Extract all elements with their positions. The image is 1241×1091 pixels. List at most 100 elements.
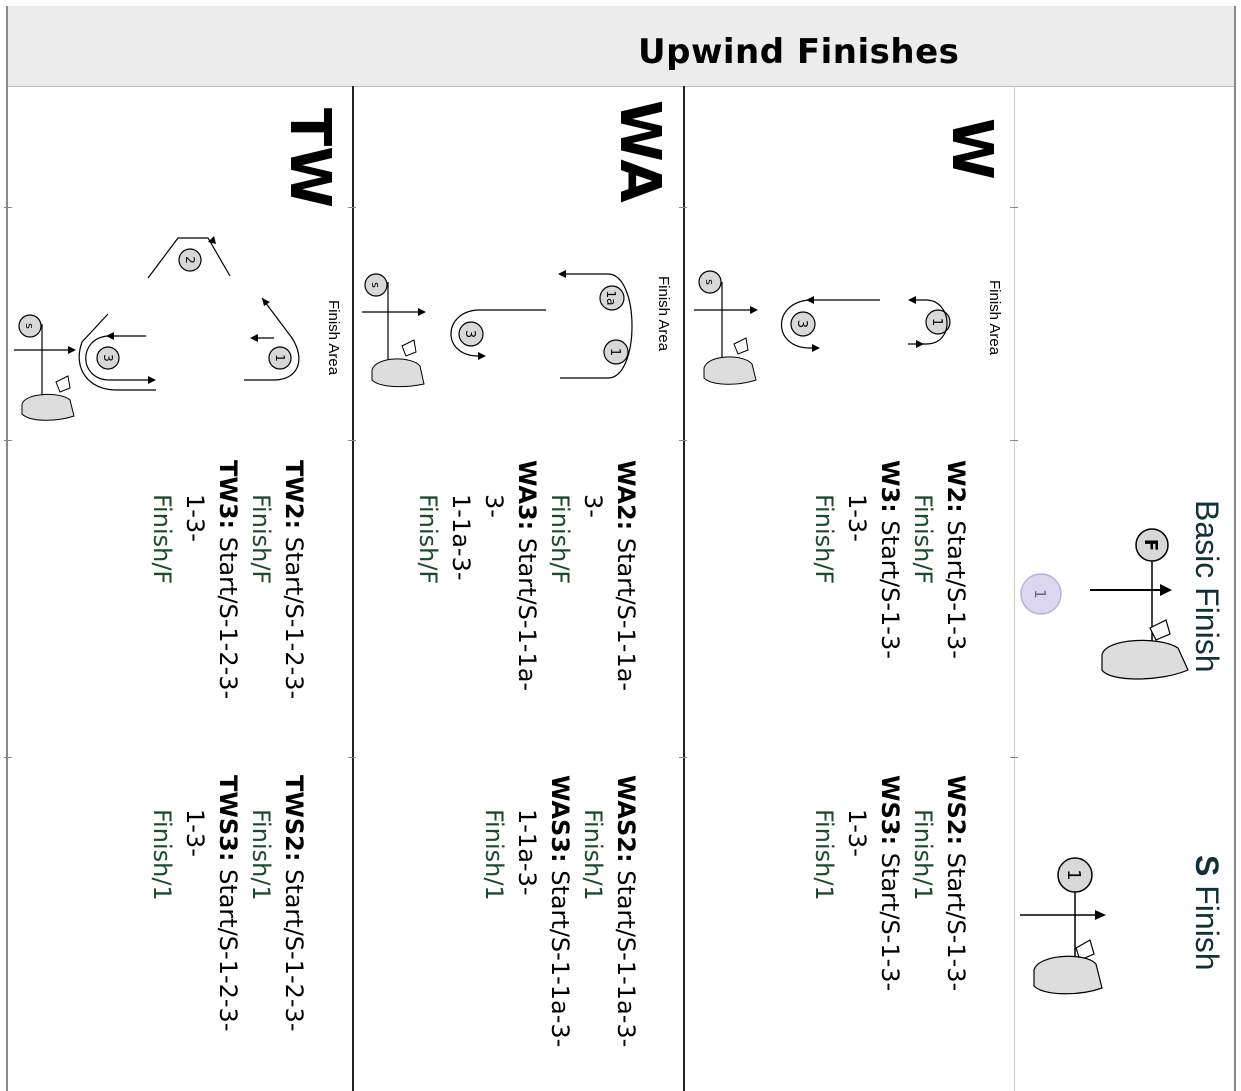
badge-1-icon (1020, 573, 1062, 615)
mark-2-icon (178, 248, 202, 272)
arrow-head-icon (208, 236, 216, 244)
course-line: Start/S-1-3- (942, 852, 970, 992)
course-tw2: TW2: Start/S-1-2-3- Finish/F TW3: Start/… (145, 460, 310, 699)
course-line: Start/S-1-1a-3- (546, 870, 574, 1048)
badge-1-label: 1 (1031, 589, 1049, 599)
course-line: Finish/F (414, 494, 442, 585)
course-code: WAS3: (546, 775, 574, 863)
committee-boat-icon (21, 394, 75, 421)
rounding-path (450, 309, 546, 357)
course-line: Start/S-1-1a- (513, 537, 541, 692)
course-line: Start/S-1-2-3- (214, 536, 242, 700)
course-line: Finish/1 (579, 809, 607, 901)
course-code: TW2: (280, 460, 308, 530)
flag-icon (1149, 619, 1171, 641)
course-code: TW3: (214, 460, 242, 530)
arrow-head-icon (106, 332, 114, 340)
mark-3-icon (790, 311, 816, 337)
course-line: Finish/F (810, 494, 838, 585)
mark-1-icon (925, 309, 951, 335)
mark-1-icon (1057, 857, 1093, 893)
course-diagram-w: 1 3 s (694, 270, 951, 385)
mark-1a-label: 1a (604, 291, 618, 306)
mark-1-label: 1 (1063, 869, 1084, 880)
row-tick (348, 440, 356, 441)
course-line: 1-3- (181, 809, 209, 857)
course-code: WS3: (876, 775, 904, 846)
course-line: 1-1a-3- (447, 494, 475, 581)
course-ws2: WS2: Start/S-1-3- Finish/1 WS3: Start/S-… (807, 775, 972, 991)
row-tick (348, 757, 356, 758)
mark-2-label: 2 (183, 256, 197, 264)
course-code: WAS2: (612, 775, 640, 863)
column-divider-wa-tw (352, 86, 354, 1091)
rounding-path (780, 299, 880, 349)
mark-3-icon (458, 321, 484, 347)
course-code: TWS3: (214, 775, 242, 862)
course-line: Start/S-1-3- (876, 852, 904, 992)
course-line: 3- (480, 494, 508, 518)
committee-boat-icon (703, 356, 757, 385)
arrow-head-icon (148, 376, 156, 384)
course-line: Start/S-1-3- (876, 520, 904, 659)
row-tick (1010, 207, 1018, 208)
frame-left (6, 6, 8, 1091)
arrow-head-icon (908, 296, 916, 304)
course-line: Finish/F (546, 494, 574, 585)
course-code: WA2: (612, 460, 640, 531)
row-tick (4, 757, 12, 758)
arrow-head-icon (806, 296, 814, 304)
mark-s-label: s (703, 279, 716, 285)
course-was2: WAS2: Start/S-1-1a-3- Finish/1 WAS3: Sta… (477, 775, 642, 1047)
mark-f-label: F (1140, 539, 1161, 551)
mark-s-icon (698, 270, 722, 294)
mark-1-label: 1 (273, 354, 287, 362)
course-line: Finish/F (148, 494, 176, 585)
course-line: 1-3- (181, 494, 209, 542)
rounding-path (244, 297, 300, 381)
row-tick (1010, 440, 1018, 441)
row-tick (4, 440, 12, 441)
mark-s-icon (18, 314, 42, 338)
row-tick (679, 207, 687, 208)
course-wa2: WA2: Start/S-1-1a- 3- Finish/F WA3: Star… (411, 460, 642, 691)
course-diagram-tw: 1 2 3 s (14, 236, 300, 421)
arrow-head-icon (262, 298, 270, 306)
arrow-head-icon (1095, 910, 1106, 920)
course-line: 1-1a-3- (513, 809, 541, 896)
course-line: Start/S-1-2-3- (280, 869, 308, 1032)
mark-3-label: 3 (462, 330, 477, 338)
flag-icon (55, 375, 71, 393)
arrow-head-icon (750, 306, 758, 314)
course-code: W3: (876, 460, 904, 513)
basic-finish-diagram: F 1 (1020, 528, 1189, 680)
row-tick (679, 440, 687, 441)
mark-3-label: 3 (101, 354, 115, 362)
course-code: WA3: (513, 460, 541, 531)
mark-1-icon (603, 339, 629, 365)
course-line: Start/S-1-2-3- (280, 536, 308, 700)
committee-boat-icon (371, 358, 425, 388)
mark-3-icon (96, 346, 120, 370)
rounding-path (78, 313, 156, 391)
course-line: Finish/F (247, 494, 275, 585)
course-line: Finish/1 (480, 809, 508, 901)
arrow-head-icon (1160, 584, 1172, 596)
rounding-path (560, 273, 633, 379)
arrow-head-icon (812, 344, 820, 352)
course-code: TWS2: (280, 775, 308, 862)
column-title-tw: TW (277, 108, 342, 208)
course-w2: W2: Start/S-1-3- Finish/F W3: Start/S-1-… (807, 460, 972, 659)
row-tick (4, 207, 12, 208)
column-divider-w-wa (683, 86, 685, 1091)
course-line: Finish/1 (247, 809, 275, 901)
mark-1-label: 1 (607, 348, 622, 356)
course-code: W2: (942, 460, 970, 513)
course-line: 1-3- (843, 494, 871, 542)
course-line: Start/S-1-1a- (612, 537, 640, 692)
flag-icon (401, 339, 417, 357)
rounding-path (147, 237, 231, 279)
mark-1a-icon (599, 285, 625, 311)
arrow-head-icon (68, 346, 76, 354)
s-finish-diagram: 1 (1020, 857, 1106, 995)
